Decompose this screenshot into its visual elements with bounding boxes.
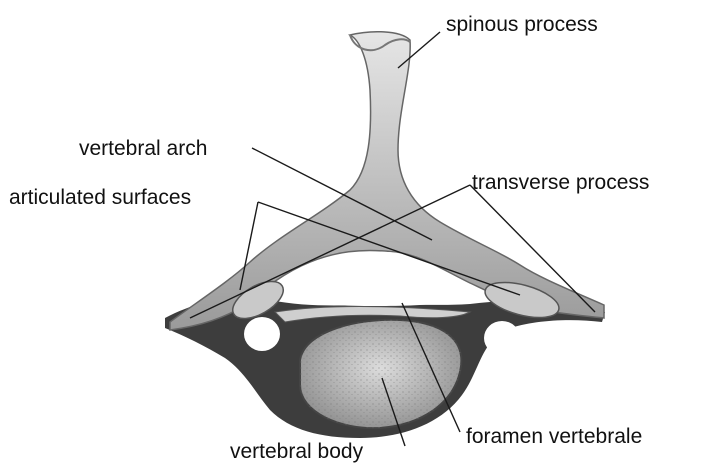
right-foramen-transversarium <box>484 321 520 355</box>
label-foramen-vertebrale: foramen vertebrale <box>466 426 642 447</box>
left-foramen-transversarium <box>244 317 280 351</box>
label-transverse-process: transverse process <box>472 172 649 193</box>
label-articulated-surfaces: articulated surfaces <box>9 187 191 208</box>
label-vertebral-body: vertebral body <box>230 441 363 462</box>
label-spinous-process: spinous process <box>446 14 598 35</box>
label-vertebral-arch: vertebral arch <box>79 138 207 159</box>
